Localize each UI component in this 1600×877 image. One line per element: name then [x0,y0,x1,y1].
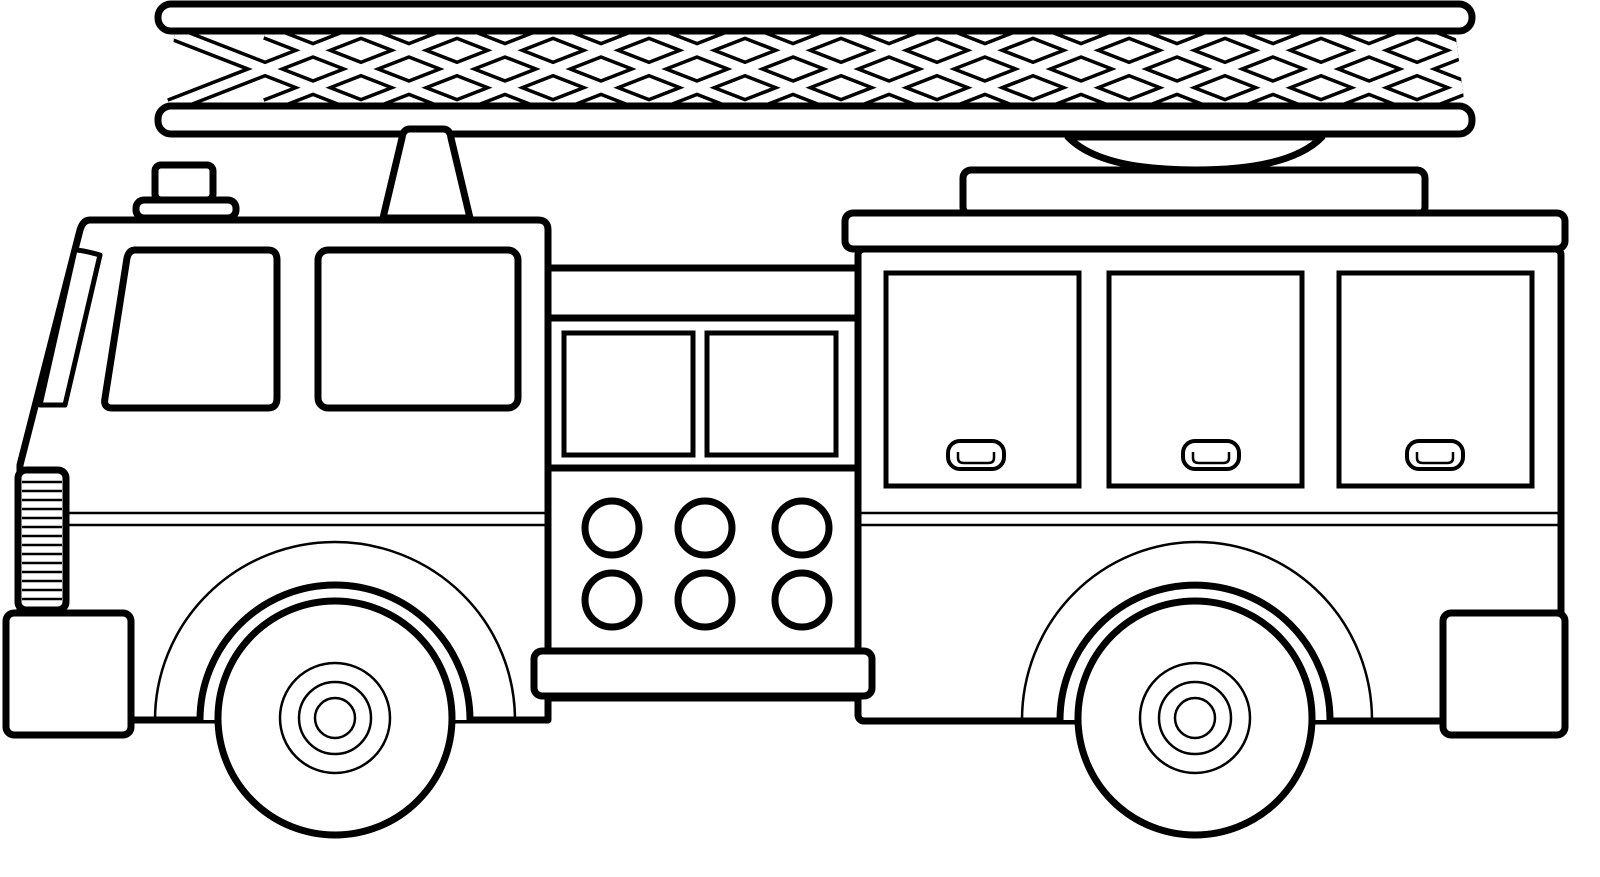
ladder-rung-fill [552,30,746,108]
ladder-rung-fill [1416,30,1465,108]
siren [379,125,474,222]
warning-light [151,161,217,204]
ladder-rung-fill [1128,30,1322,108]
front-grille [14,466,70,614]
ladder-top-rail [154,0,1476,35]
valve-icon [581,569,643,631]
ladder-rung-fill [1416,30,1465,108]
ladder-rung-fill [840,30,1034,108]
ladder-lattice [167,30,1465,108]
door-handle-icon [1405,439,1465,471]
front-bumper [2,609,135,739]
compartment-door-2[interactable] [1106,270,1305,489]
compartment-door-3[interactable] [1336,270,1535,489]
warning-light-base [132,196,240,222]
valve-icon [771,569,833,631]
door-handle-icon [1181,439,1241,471]
valve-icon [674,569,736,631]
valve-icon [771,497,833,559]
ladder-rung-fill [1224,30,1418,108]
turntable [1064,133,1326,174]
rear-top-box [959,166,1429,219]
middle-window-2 [704,330,839,458]
compartment-door-1[interactable] [883,270,1082,489]
rear-wheel-arch-outer [1020,540,1374,721]
cab-window-1 [101,246,281,412]
ladder [154,0,1476,138]
body-stripes [66,511,1561,527]
door-handle-icon [946,439,1006,471]
body-top-ledge [841,209,1569,253]
rear-wheel [1074,597,1316,839]
ladder-rung-fill [360,30,554,108]
ladder-rung-fill [744,30,938,108]
cab-window-2 [314,246,522,412]
front-wheel-arch-outer [153,540,517,721]
door-handles [946,439,1465,471]
ladder-rung-fill [168,30,362,108]
valve-icon [674,497,736,559]
rear-bumper [1439,609,1569,739]
ladder-bottom-rail [154,102,1476,138]
middle-window-1 [561,330,696,458]
valve-icon [581,497,643,559]
ladder-rung-fill [1032,30,1226,108]
ladder-rung-fill [456,30,650,108]
ladder-rung-fill [1320,30,1465,108]
cab-front-window [37,247,103,408]
ladder-rung-fill [264,30,458,108]
front-wheel [214,597,456,839]
ladder-rung-fill [936,30,1130,108]
middle-bumper [530,647,876,700]
ladder-rung-fill [648,30,842,108]
valve-panel [581,497,833,631]
